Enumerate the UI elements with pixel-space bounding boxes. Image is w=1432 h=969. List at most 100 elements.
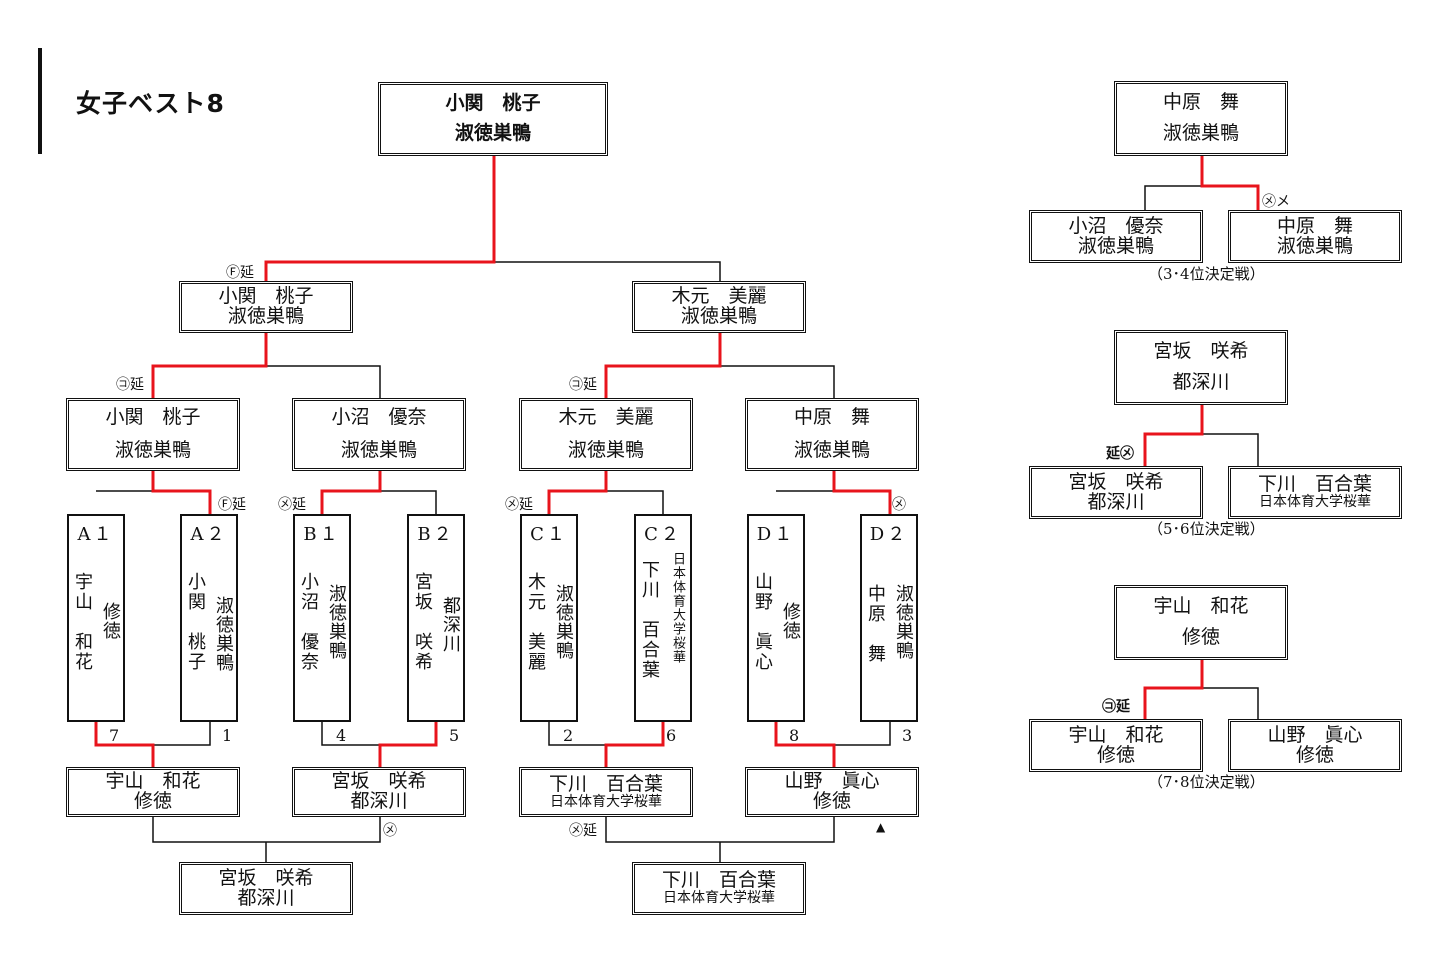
repechage-final-right-team: 日本体育大学桜華 — [663, 890, 775, 907]
seed-player-team: 修徳 — [780, 602, 801, 640]
seed-player-team: 修徳 — [100, 602, 121, 640]
repechage-name-1: 宇山 和花 — [105, 770, 201, 793]
score-b1: 4 — [336, 726, 347, 745]
winner-line — [832, 471, 892, 514]
place56-left-name: 宮坂 咲希 — [1068, 470, 1164, 493]
seed-label: C１ — [530, 524, 568, 545]
seed-label: B１ — [303, 524, 341, 545]
mark-rep-left: ㋱ — [383, 823, 397, 839]
repechage-box-1: 宇山 和花 修徳 — [66, 767, 240, 817]
final-left-box: 小関 桃子 淑徳巣鴨 — [179, 281, 353, 333]
final-right-name: 木元 美麗 — [671, 285, 767, 308]
connector-line — [1202, 433, 1259, 466]
place34-right-team: 淑徳巣鴨 — [1276, 234, 1353, 257]
place34-left-box: 小沼 優奈 淑徳巣鴨 — [1029, 210, 1203, 263]
place56-left-box: 宮坂 咲希 都深川 — [1029, 466, 1203, 519]
score-d2: 3 — [902, 726, 913, 745]
seed-player-name: 小沼 優奈 — [298, 572, 319, 672]
place56-right-box: 下川 百合葉 日本体育大学桜華 — [1228, 466, 1402, 519]
repechage-final-left-name: 宮坂 咲希 — [218, 866, 314, 889]
seed-box-d2: D２ 中原 舞 淑徳巣鴨 — [860, 514, 918, 722]
connector-line — [322, 490, 437, 514]
place56-left-team: 都深川 — [1087, 490, 1145, 513]
mark-qf1: Ⓕ延 — [218, 497, 246, 513]
champion-name: 小関 桃子 — [445, 92, 541, 115]
connector-line — [321, 722, 380, 746]
seed-box-a2: A２ 小関 桃子 淑徳巣鴨 — [180, 514, 238, 722]
seed-player-name: 宮坂 咲希 — [412, 572, 433, 672]
semi-team-4: 淑徳巣鴨 — [793, 439, 870, 462]
semi-name-2: 小沼 優奈 — [331, 405, 427, 428]
mark-final: Ⓕ延 — [226, 265, 254, 281]
seed-label: C２ — [644, 524, 682, 545]
semi-box-3: 木元 美麗 淑徳巣鴨 — [519, 398, 693, 471]
connector-line — [776, 490, 891, 514]
semi-box-4: 中原 舞 淑徳巣鴨 — [745, 398, 919, 471]
seed-box-c2: C２ 下川 百合葉 日本体育大学桜華 — [634, 514, 692, 722]
final-left-name: 小関 桃子 — [218, 285, 314, 308]
place34-left-name: 小沼 優奈 — [1068, 214, 1164, 237]
connector-line — [720, 365, 835, 398]
place56-winner-name: 宮坂 咲希 — [1153, 339, 1249, 362]
repechage-box-4: 山野 眞心 修徳 — [745, 767, 919, 817]
place34-winner-box: 中原 舞 淑徳巣鴨 — [1114, 81, 1288, 156]
connector-line — [1144, 185, 1202, 210]
title-accent-bar — [38, 48, 42, 154]
repechage-name-4: 山野 眞心 — [784, 770, 880, 793]
winner-line — [320, 471, 382, 514]
place78-left-name: 宇山 和花 — [1068, 723, 1164, 746]
score-a1: 7 — [109, 726, 120, 745]
place34-caption: （3･4位決定戦） — [1148, 265, 1265, 283]
champion-box: 小関 桃子 淑徳巣鴨 — [378, 82, 608, 156]
score-c1: 2 — [563, 726, 574, 745]
mark-semi-left: ㋙延 — [116, 377, 144, 393]
connector-line — [96, 490, 211, 514]
repechage-team-3: 日本体育大学桜華 — [550, 793, 662, 810]
semi-team-2: 淑徳巣鴨 — [340, 439, 417, 462]
repechage-final-left-box: 宮坂 咲希 都深川 — [179, 862, 353, 915]
repechage-name-2: 宮坂 咲希 — [331, 770, 427, 793]
connector-line — [266, 365, 381, 398]
seed-player-team: 都深川 — [440, 596, 461, 653]
place56-winner-box: 宮坂 咲希 都深川 — [1114, 330, 1288, 405]
winner-line — [94, 722, 155, 767]
connector-line — [1202, 687, 1259, 719]
connector-line — [494, 261, 721, 281]
place56-winner-team: 都深川 — [1172, 371, 1230, 394]
place34-winner-team: 淑徳巣鴨 — [1162, 122, 1239, 145]
seed-player-name: 中原 舞 — [865, 584, 886, 664]
seed-player-team: 日本体育大学桜華 — [670, 552, 685, 664]
winner-line — [264, 156, 496, 281]
mark-rep-right: ㋱延 — [569, 823, 597, 839]
seed-box-b2: B２ 宮坂 咲希 都深川 — [407, 514, 465, 722]
seed-label: D１ — [756, 524, 796, 545]
score-a2: 1 — [222, 726, 233, 745]
connector-line — [152, 817, 381, 843]
mark-semi-right: ㋙延 — [569, 377, 597, 393]
connector-line — [834, 722, 891, 746]
semi-name-1: 小関 桃子 — [105, 405, 201, 428]
semi-team-1: 淑徳巣鴨 — [114, 439, 191, 462]
winner-line — [547, 471, 608, 514]
mark-qf4: ㋱ — [892, 497, 906, 513]
place56-right-name: 下川 百合葉 — [1257, 473, 1372, 496]
place78-right-name: 山野 眞心 — [1267, 723, 1363, 746]
winner-line — [1143, 660, 1204, 719]
place34-right-name: 中原 舞 — [1276, 214, 1353, 237]
champion-team: 淑徳巣鴨 — [454, 122, 531, 145]
seed-player-name: 宇山 和花 — [72, 572, 93, 672]
winner-line — [774, 722, 836, 767]
seed-label: B２ — [417, 524, 455, 545]
place56-caption: （5･6位決定戦） — [1148, 520, 1265, 538]
semi-team-3: 淑徳巣鴨 — [567, 439, 644, 462]
connector-line — [605, 817, 835, 843]
repechage-team-4: 修徳 — [812, 790, 851, 812]
seed-label: D２ — [869, 524, 909, 545]
mark-place78: ㋙延 — [1102, 699, 1130, 715]
winner-line — [378, 722, 438, 767]
repechage-box-3: 下川 百合葉 日本体育大学桜華 — [519, 767, 693, 817]
place78-winner-box: 宇山 和花 修徳 — [1114, 585, 1288, 660]
seed-player-name: 下川 百合葉 — [639, 560, 660, 680]
place78-winner-name: 宇山 和花 — [1153, 594, 1249, 617]
semi-name-3: 木元 美麗 — [558, 405, 654, 428]
